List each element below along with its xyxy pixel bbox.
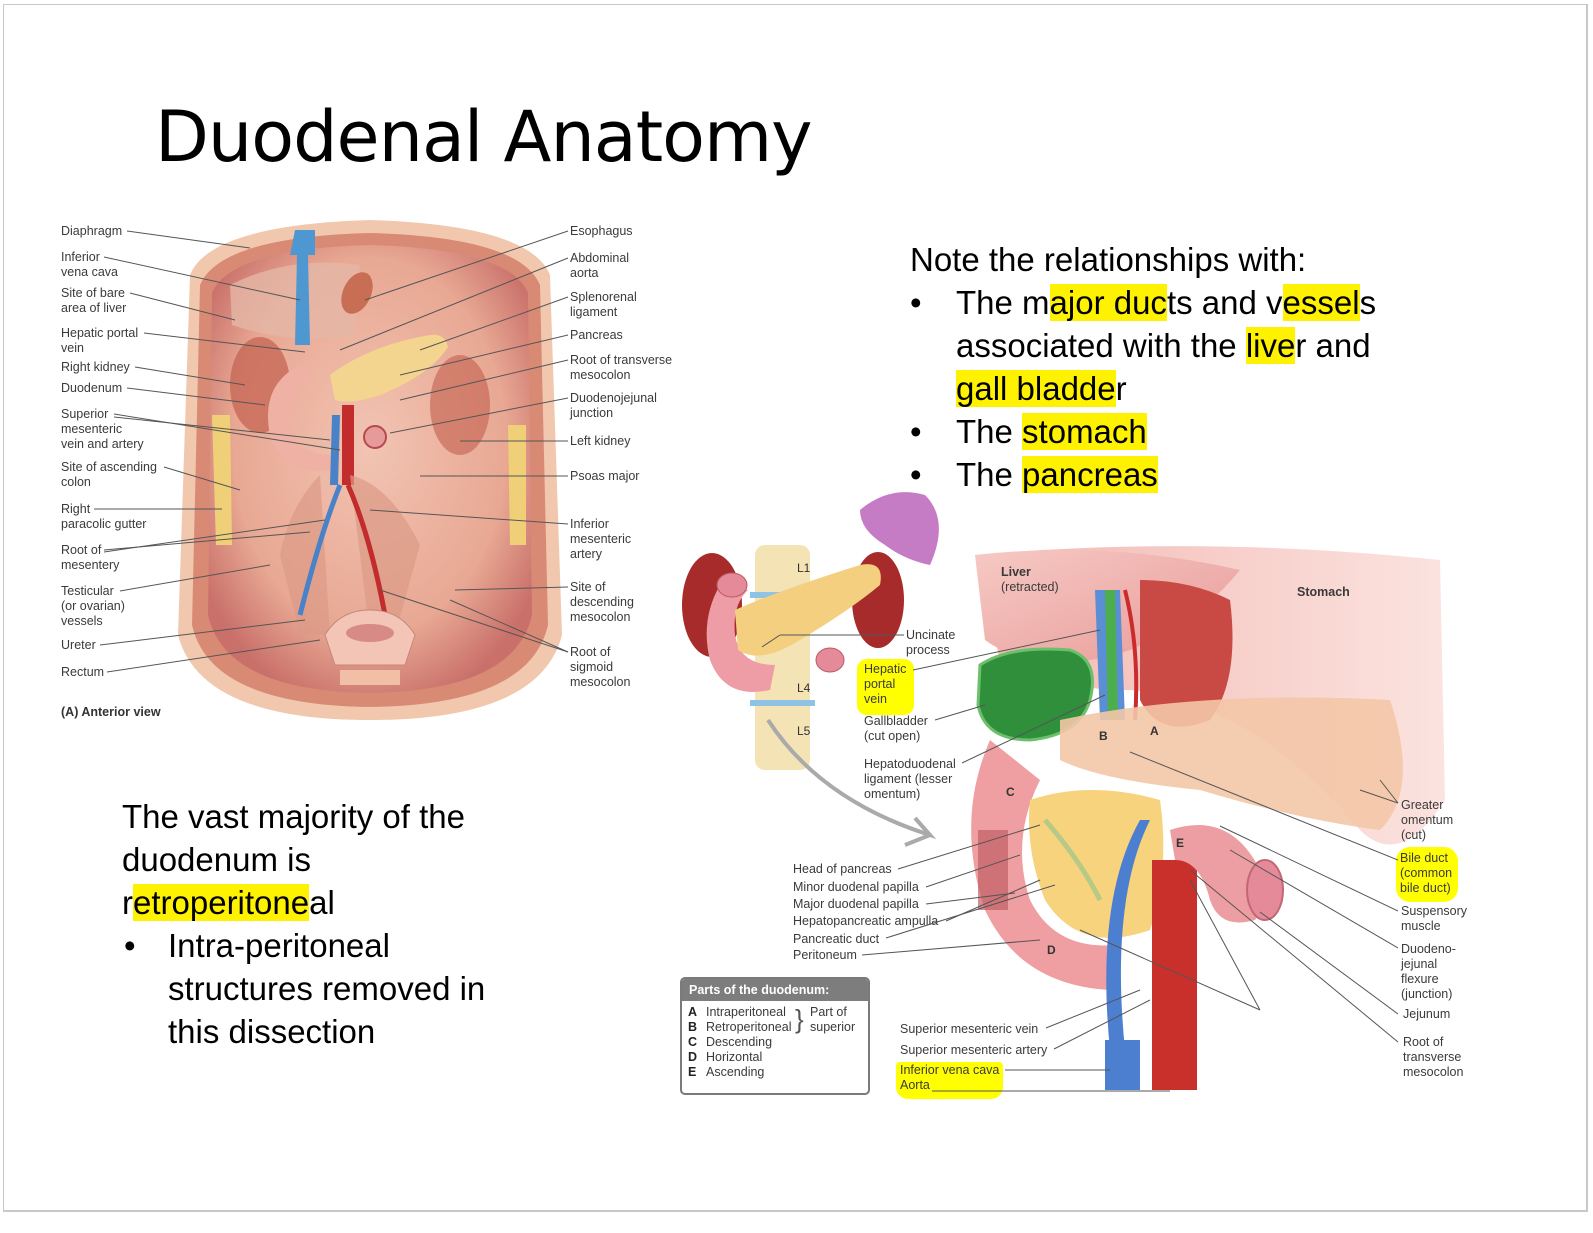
vertebra-l4: L4	[797, 681, 811, 695]
label-superior-mesenteric-vein: Superior mesenteric vein	[900, 1022, 1039, 1036]
label-head-of-pancreas: Head of pancreas	[793, 862, 892, 876]
parts-box-header: Parts of the duodenum:	[682, 979, 868, 1001]
retroperitoneal-note: The vast majority of the duodenum is ret…	[122, 795, 542, 1053]
brace-icon: }	[795, 1004, 804, 1034]
label-major-duodenal-papilla: Major duodenal papilla	[793, 897, 919, 911]
note-line-2: duodenum is	[122, 841, 311, 878]
sub-line-3: this dissection	[168, 1013, 376, 1050]
relationship-bullet-3: • The pancreas	[910, 453, 1470, 496]
part-letter-c: C	[1006, 785, 1015, 799]
highlight-pancreas: pancreas	[1022, 456, 1158, 493]
label-left-kidney: Left kidney	[570, 434, 631, 448]
label-esophagus: Esophagus	[570, 224, 633, 238]
bullet-icon: •	[910, 456, 922, 493]
slide-title: Duodenal Anatomy	[155, 96, 813, 178]
bullet-icon: •	[124, 927, 136, 964]
label-duodenum: Duodenum	[61, 381, 123, 395]
label-jejunum: Jejunum	[1403, 1007, 1451, 1021]
relationship-bullet-1: • The major ducts and vessels associated…	[910, 281, 1470, 410]
label-pancreas: Pancreas	[570, 328, 623, 342]
label-gallbladder: Gallbladder(cut open)	[864, 714, 928, 743]
label-right-kidney: Right kidney	[61, 360, 130, 374]
label-superior-mesenteric-artery: Superior mesenteric artery	[900, 1043, 1048, 1057]
relationships-note: Note the relationships with: • The major…	[910, 238, 1470, 496]
part-letter-a: A	[1150, 724, 1159, 738]
highlight-major-ducts: ajor duc	[1049, 284, 1167, 321]
highlight-vessels: essel	[1282, 284, 1360, 321]
note-line-3: retroperitoneal	[122, 884, 335, 921]
part-letter-e: E	[1176, 836, 1185, 850]
relationships-intro: Note the relationships with:	[910, 241, 1307, 278]
bullet-icon: •	[910, 284, 922, 321]
part-letter-d: D	[1047, 943, 1056, 957]
label-diaphragm: Diaphragm	[61, 224, 123, 238]
note-sub-bullet: • Intra-peritoneal structures removed in…	[122, 924, 542, 1053]
label-testicular-vessels: Testicular(or ovarian)vessels	[61, 584, 125, 628]
inset-pancreas-spine	[682, 492, 939, 847]
part-letter-b: B	[1099, 729, 1108, 743]
main-duodenum-illustration	[971, 546, 1445, 1090]
sub-line-2: structures removed in	[168, 970, 486, 1007]
label-pancreatic-duct: Pancreatic duct	[793, 932, 880, 946]
highlight-stomach: stomach	[1022, 413, 1147, 450]
figure-a-caption: (A) Anterior view	[61, 705, 161, 719]
label-liver-retracted: (retracted)	[1001, 580, 1059, 594]
label-peritoneum: Peritoneum	[793, 948, 857, 962]
label-minor-duodenal-papilla: Minor duodenal papilla	[793, 880, 919, 894]
highlight-liver: live	[1245, 327, 1296, 364]
label-psoas-major: Psoas major	[570, 469, 640, 483]
label-stomach: Stomach	[1297, 585, 1350, 599]
note-line-1: The vast majority of the	[122, 798, 465, 835]
label-hepatopancreatic-ampulla: Hepatopancreatic ampulla	[793, 914, 939, 928]
label-liver: Liver	[1001, 565, 1031, 579]
label-rectum: Rectum	[61, 665, 105, 679]
bullet-icon: •	[910, 413, 922, 450]
vertebra-l1: L1	[797, 561, 811, 575]
highlight-retroperitoneal: etroperitone	[133, 884, 310, 921]
vertebra-l5: L5	[797, 724, 811, 738]
relationship-bullet-2: • The stomach	[910, 410, 1470, 453]
sub-line-1: Intra-peritoneal	[168, 927, 390, 964]
highlight-gall-bladder: gall bladde	[956, 370, 1116, 407]
label-ureter: Ureter	[61, 638, 96, 652]
